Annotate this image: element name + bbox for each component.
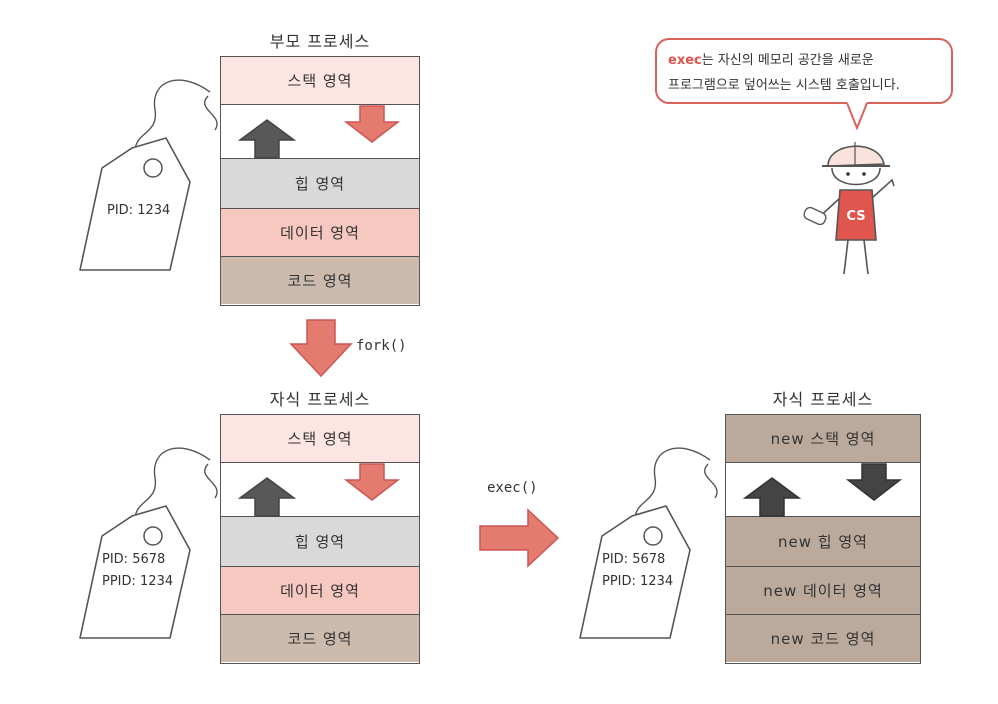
heap-growth-up-arrow-icon [742,477,802,517]
stack-growth-down-arrow-icon [846,463,902,501]
child-pid-label: PID: 5678 [102,552,166,567]
code-area: 코드 영역 [221,615,419,662]
speech-bubble-tail-icon [846,102,868,130]
fork-label: fork() [356,338,407,354]
child-process-title: 자식 프로세스 [269,390,371,409]
bubble-line-2: 프로그램으로 덮어쓰는 시스템 호출입니다. [668,78,900,93]
parent-pid-tag-icon [79,79,218,271]
stack-growth-down-arrow-icon [344,463,400,501]
new-stack-area: new 스택 영역 [726,415,920,463]
child-exec-process-title: 자식 프로세스 [772,390,874,409]
child-memory-stack: 스택 영역 힙 영역 데이터 영역 코드 영역 [220,414,420,664]
child-exec-pid-tag-icon [579,447,718,639]
child-exec-memory-stack: new 스택 영역 new 힙 영역 new 데이터 영역 new 코드 영역 [725,414,921,664]
parent-pid-label: PID: 1234 [107,203,171,218]
parent-memory-stack: 스택 영역 힙 영역 데이터 영역 코드 영역 [220,56,420,306]
child-exec-pid-label: PID: 5678 [602,552,666,567]
heap-growth-up-arrow-icon [237,119,297,159]
speech-bubble [655,38,953,104]
stack-area: 스택 영역 [221,57,419,105]
child-pid-tag-icon [79,447,218,639]
child-ppid-label: PPID: 1234 [102,574,174,589]
cs-badge: CS [846,209,865,224]
exec-label: exec() [487,480,538,496]
heap-area: 힙 영역 [221,517,419,567]
parent-process-title: 부모 프로세스 [269,32,371,51]
bubble-line-1-rest: 는 자신의 메모리 공간을 새로운 [701,53,874,68]
child-exec-ppid-label: PPID: 1234 [602,574,674,589]
fork-arrow-icon [289,319,353,378]
new-code-area: new 코드 영역 [726,615,920,662]
stack-area: 스택 영역 [221,415,419,463]
heap-area: 힙 영역 [221,159,419,209]
new-heap-area: new 힙 영역 [726,517,920,567]
data-area: 데이터 영역 [221,209,419,257]
heap-growth-up-arrow-icon [237,477,297,517]
exec-highlight: exec [668,53,702,68]
speech-bubble-text: exec는 자신의 메모리 공간을 새로운 프로그램으로 덮어쓰는 시스템 호출… [668,48,948,98]
stack-growth-down-arrow-icon [344,105,400,143]
data-area: 데이터 영역 [221,567,419,615]
cs-character-illustration-icon: CS [803,142,895,275]
code-area: 코드 영역 [221,257,419,304]
bubble-line-1: exec는 자신의 메모리 공간을 새로운 [668,48,948,73]
exec-arrow-icon [479,508,560,568]
new-data-area: new 데이터 영역 [726,567,920,615]
